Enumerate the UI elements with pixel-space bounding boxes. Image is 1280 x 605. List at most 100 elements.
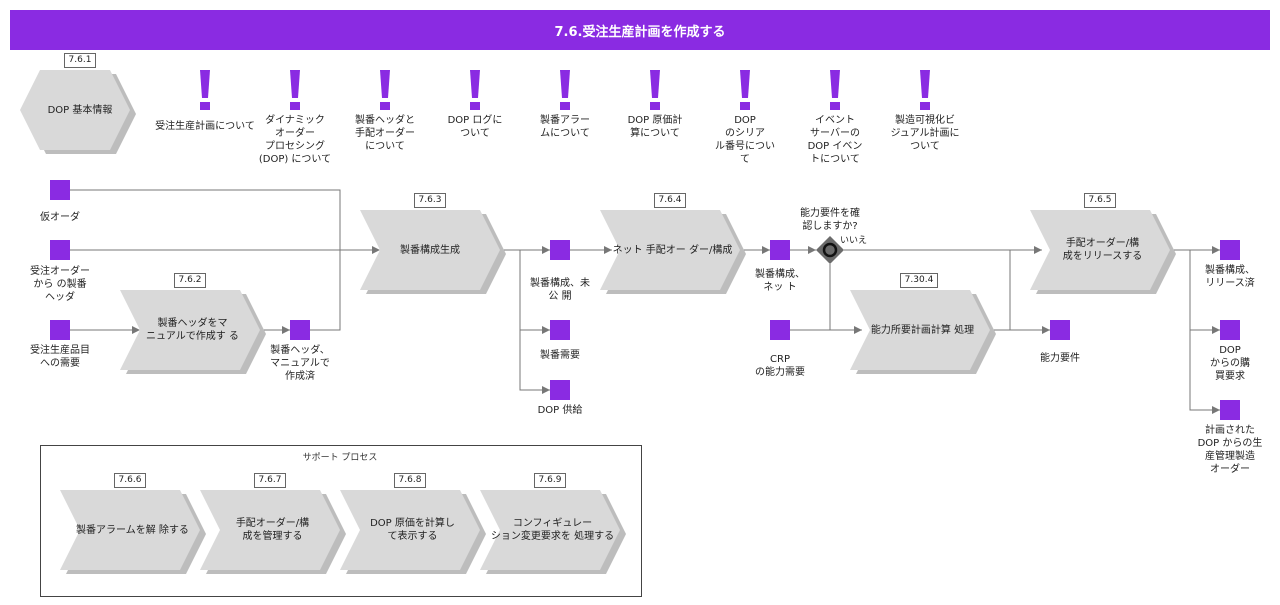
note-label-4: 製番アラー ムについて	[540, 115, 590, 139]
chevron-shape	[120, 290, 260, 370]
process-tag-7-6-4: 7.6.4	[654, 193, 686, 208]
support-process-box	[40, 445, 642, 597]
data-label-d11: 製番構成、 リリース済	[1205, 265, 1255, 289]
data-object-d11[interactable]	[1220, 240, 1240, 260]
process-7-6-4[interactable]	[600, 210, 746, 294]
data-label-d4: 製番ヘッダ、 マニュアルで 作成済	[270, 345, 330, 382]
data-label-d8: 製番構成、 ネッ ト	[755, 269, 805, 293]
data-object-d3[interactable]	[50, 320, 70, 340]
support-label-7-6-8: DOP 原価を計算し て表示する	[370, 518, 455, 542]
data-object-d8[interactable]	[770, 240, 790, 260]
exclamation-dot	[380, 102, 390, 110]
note-label-8: 製造可視化ビ ジュアル計画に ついて	[890, 115, 960, 152]
process-7-6-3[interactable]	[360, 210, 506, 294]
decision-circle-icon	[822, 242, 838, 258]
support-tag-7-6-8: 7.6.8	[394, 473, 426, 488]
data-object-d1[interactable]	[50, 180, 70, 200]
exclamation-note-icon[interactable]	[830, 70, 840, 110]
decision-no-label: いいえ	[840, 236, 868, 246]
arrowhead-p763-in	[372, 246, 380, 254]
data-object-d10[interactable]	[1050, 320, 1070, 340]
exclamation-bar	[560, 70, 570, 98]
data-object-squares	[50, 180, 1240, 420]
connector-d1-p763	[70, 189, 372, 251]
data-label-d9: CRP の能力需要	[755, 354, 805, 378]
data-object-d6[interactable]	[550, 320, 570, 340]
arrowhead-d8-in	[762, 246, 770, 254]
exclamation-dot	[830, 102, 840, 110]
support-label-7-6-7: 手配オーダー/構 成を管理する	[235, 518, 310, 542]
data-label-d7: DOP 供給	[537, 405, 583, 416]
exclamation-note-icon[interactable]	[920, 70, 930, 110]
arrowhead-d12-in	[1212, 326, 1220, 334]
exclamation-bar	[920, 70, 930, 98]
data-object-d13[interactable]	[1220, 400, 1240, 420]
exclamation-bar	[380, 70, 390, 98]
data-object-d7[interactable]	[550, 380, 570, 400]
chevron-shape	[360, 210, 500, 290]
connectors	[70, 189, 1220, 411]
note-label-2: 製番ヘッダと 手配オーダー について	[355, 115, 415, 152]
process-7-6-5[interactable]	[1030, 210, 1176, 294]
note-label-1: ダイナミック オーダー プロセシング (DOP) について	[258, 115, 332, 165]
data-object-d5[interactable]	[550, 240, 570, 260]
connector-p763-d7	[519, 330, 550, 391]
process-7-6-7[interactable]	[200, 490, 346, 574]
process-7-6-9[interactable]	[480, 490, 626, 574]
exclamation-note-icon[interactable]	[380, 70, 390, 110]
arrowhead-d13-in	[1212, 406, 1220, 414]
data-label-d13: 計画された DOP からの生 産管理製造 オーダー	[1197, 425, 1263, 475]
data-object-d4[interactable]	[290, 320, 310, 340]
process-7-30-4[interactable]	[850, 290, 996, 374]
process-7-6-8[interactable]	[340, 490, 486, 574]
note-label-0: 受注生産計画について	[155, 121, 255, 132]
exclamation-note-icon[interactable]	[560, 70, 570, 110]
decision-gateway[interactable]	[816, 236, 844, 264]
note-label-6: DOP のシリア ル番号につい て	[715, 115, 775, 165]
connector-p765-d13	[1189, 330, 1220, 411]
arrowhead-decision-in	[808, 246, 816, 254]
data-label-d10: 能力要件	[1040, 353, 1080, 364]
chevron-shape	[600, 210, 740, 290]
note-label-7: イベント サーバーの DOP イベン トについて	[807, 115, 863, 165]
arrowhead-d11-in	[1212, 246, 1220, 254]
data-object-d2[interactable]	[50, 240, 70, 260]
process-7-6-2[interactable]	[120, 290, 266, 374]
process-7-6-6[interactable]	[60, 490, 206, 574]
exclamation-note-icon[interactable]	[290, 70, 300, 110]
chevron-shape	[480, 490, 620, 570]
hexagon-dop-basic-info[interactable]	[20, 70, 130, 150]
note-label-5: DOP 原価計 算について	[627, 115, 683, 139]
chevron-shape	[60, 490, 200, 570]
hexagon-label: DOP 基本情報	[47, 104, 113, 116]
exclamation-bar	[830, 70, 840, 98]
page-title: 7.6.受注生産計画を作成する	[10, 10, 1270, 50]
support-tag-7-6-9: 7.6.9	[534, 473, 566, 488]
exclamation-note-icon[interactable]	[470, 70, 480, 110]
data-label-d5: 製番構成、未 公 開	[530, 278, 590, 302]
exclamation-bar	[290, 70, 300, 98]
exclamation-note-icon[interactable]	[650, 70, 660, 110]
exclamation-bar	[200, 70, 210, 98]
decision-question: 能力要件を確 認しますか?	[800, 208, 860, 232]
process-label-7-6-2: 製番ヘッダをマ ニュアルで作成す る	[146, 318, 239, 342]
exclamation-note-icon[interactable]	[200, 70, 210, 110]
data-object-d9[interactable]	[770, 320, 790, 340]
data-object-d12[interactable]	[1220, 320, 1240, 340]
exclamation-dot	[560, 102, 570, 110]
data-label-d1: 仮オーダ	[40, 212, 80, 223]
chevron-shape	[200, 490, 340, 570]
page-title-text: 7.6.受注生産計画を作成する	[554, 24, 726, 40]
exclamation-note-icon[interactable]	[740, 70, 750, 110]
arrowhead-p7304-in	[854, 326, 862, 334]
chevron-shape	[340, 490, 480, 570]
process-tag-7-6-5: 7.6.5	[1084, 193, 1116, 208]
arrowhead-p764-in	[604, 246, 612, 254]
support-label-7-6-6: 製番アラームを解 除する	[76, 524, 189, 536]
exclamation-dot	[200, 102, 210, 110]
support-process-title: サポート プロセス	[302, 453, 378, 463]
note-label-3: DOP ログに ついて	[447, 115, 503, 139]
arrowhead-d10-in	[1042, 326, 1050, 334]
connector-d4-p763	[310, 250, 341, 331]
arrowhead-p765-in	[1034, 246, 1042, 254]
